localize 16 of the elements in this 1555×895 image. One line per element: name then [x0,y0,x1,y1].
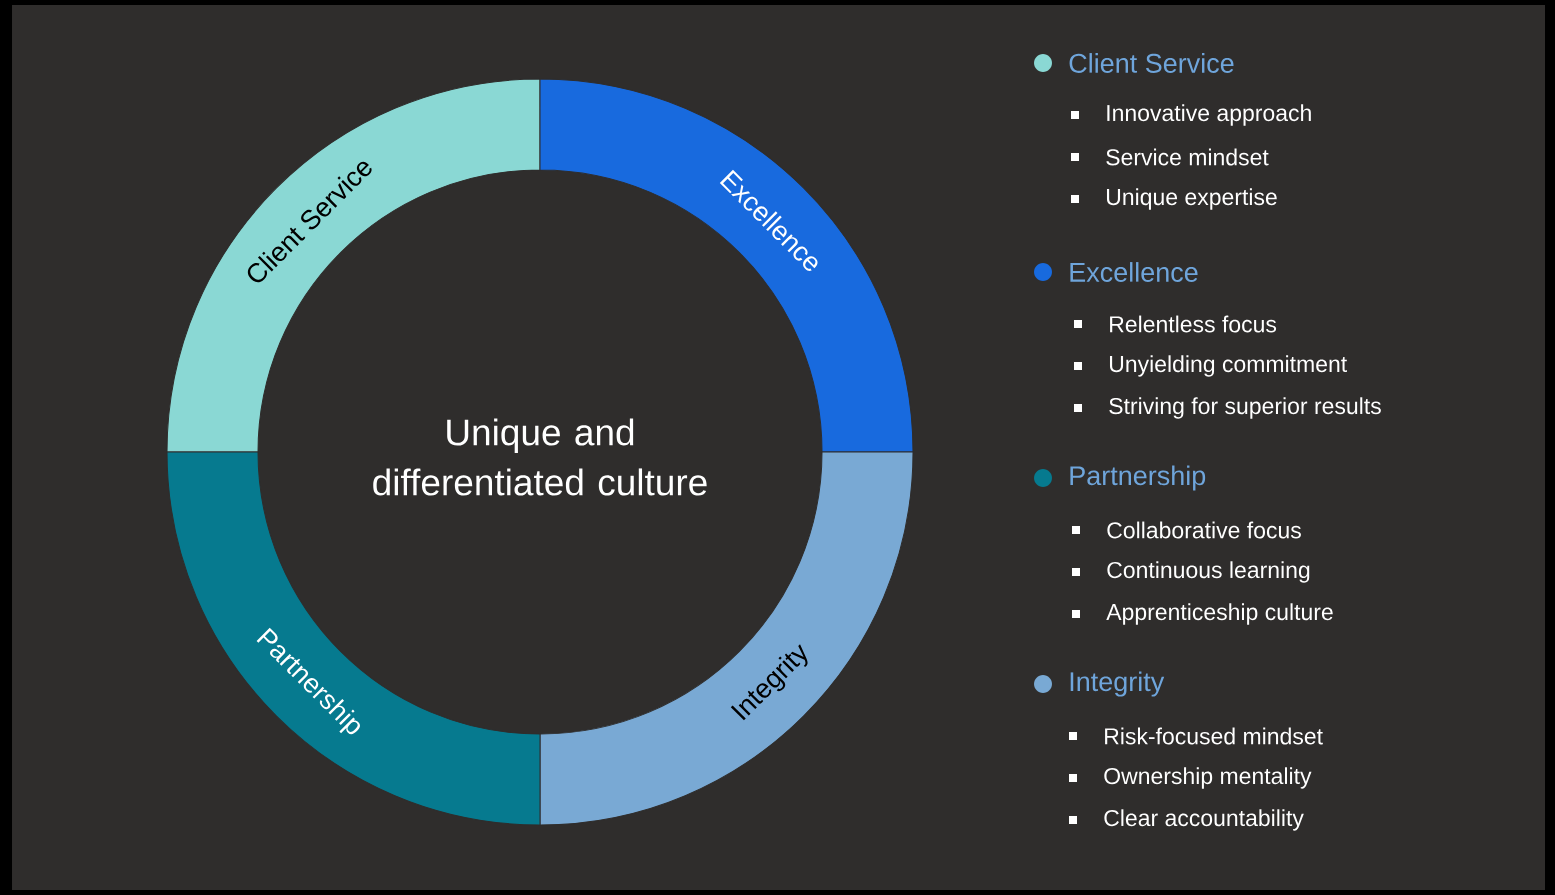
legend-heading: Excellence [1070,262,1198,282]
bullet-item: Striving for superior results [1074,397,1381,419]
bullet-item: Apprenticeship culture [1072,603,1333,625]
bullet-item: Unique expertise [1071,188,1277,210]
bullet-item: Service mindset [1071,148,1269,166]
bullet-item: Unyielding commitment [1074,355,1347,377]
bullet-item: Relentless focus [1074,315,1277,333]
bullet-item: Risk-focused mindset [1069,727,1323,745]
bullet-item: Clear accountability [1069,809,1304,831]
bullet-item: Collaborative focus [1072,521,1301,539]
legend-heading: Integrity [1070,671,1165,697]
legend-heading: Client Service [1069,53,1234,73]
bullet-item: Continuous learning [1072,561,1310,583]
bullet-item: Innovative approach [1071,104,1311,126]
legend-heading: Partnership [1070,465,1206,491]
bullet-item: Ownership mentality [1069,767,1312,789]
